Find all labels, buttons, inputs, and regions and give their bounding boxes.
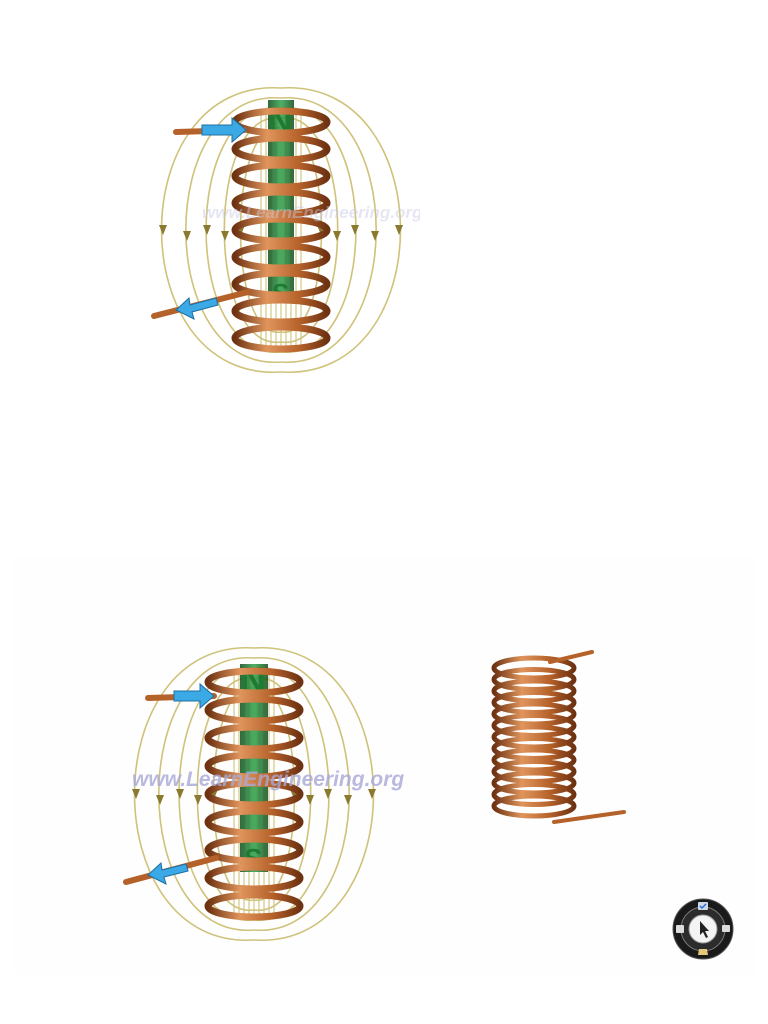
solenoid-field-diagram-bottom: N S www.LearnEngineering.org xyxy=(123,647,626,941)
cursor-icon[interactable] xyxy=(700,921,709,938)
coil-turn xyxy=(491,655,577,681)
coil-turn xyxy=(231,242,331,272)
coil-turn xyxy=(204,667,304,697)
coil-turn xyxy=(204,723,304,753)
hand-icon[interactable] xyxy=(698,949,708,955)
field-arrow-icon xyxy=(351,225,359,235)
film-icon[interactable] xyxy=(676,925,684,933)
coil-turn xyxy=(231,188,331,218)
field-arrow-icon xyxy=(132,789,140,799)
coil-turn xyxy=(231,269,331,299)
field-arrow-icon xyxy=(156,795,164,805)
side-coil-lead-top xyxy=(548,650,594,664)
field-arrow-icon xyxy=(324,789,332,799)
coil-turn xyxy=(204,807,304,837)
side-coil-lead-bottom xyxy=(552,810,626,824)
field-arrow-icon xyxy=(368,789,376,799)
current-arrow-in-icon xyxy=(173,682,215,710)
coil-turn xyxy=(491,793,577,819)
coil-turn xyxy=(491,713,577,738)
coil-turn xyxy=(204,863,304,893)
copper-coil xyxy=(231,107,331,353)
field-line xyxy=(158,657,255,931)
field-arrow-icon xyxy=(344,795,352,805)
coil-turn xyxy=(231,323,331,353)
field-line xyxy=(196,677,255,911)
coil-turn xyxy=(231,215,331,245)
magnetic-field-lines xyxy=(159,87,403,373)
field-arrow-icon xyxy=(176,789,184,799)
field-line xyxy=(253,677,312,911)
field-arrow-icon xyxy=(183,231,191,241)
top-solenoid-figure: N S www.LearnEngineering.org xyxy=(140,40,420,390)
coil-turn xyxy=(231,161,331,191)
field-line xyxy=(280,97,377,363)
coil-turn xyxy=(491,782,577,807)
coil-turn xyxy=(204,751,304,781)
field-arrow-icon xyxy=(194,795,202,805)
current-arrow-out-icon xyxy=(175,296,219,320)
coil-turn xyxy=(491,724,577,750)
coil-turn xyxy=(491,678,577,704)
field-line xyxy=(280,117,339,343)
coil-turn xyxy=(204,835,304,865)
coil-turn xyxy=(204,891,304,921)
current-arrow-in-icon xyxy=(201,116,247,144)
solenoid-field-diagram-top: N S www.LearnEngineering.org xyxy=(151,87,420,373)
field-arrow-icon xyxy=(221,231,229,241)
camera-icon[interactable] xyxy=(722,925,730,932)
field-line xyxy=(223,117,282,343)
current-arrow-out-icon xyxy=(147,861,189,885)
field-arrow-icon xyxy=(203,225,211,235)
watermark-text: www.LearnEngineering.org xyxy=(132,768,404,791)
field-line xyxy=(185,97,282,363)
field-arrow-icon xyxy=(333,231,341,241)
navigation-wheel[interactable] xyxy=(672,898,734,960)
coil-turn xyxy=(491,747,577,773)
copper-coil xyxy=(204,667,304,921)
coil-turn xyxy=(491,667,577,692)
bottom-solenoid-figure: N S www.LearnEngineering.org xyxy=(14,556,756,974)
field-arrow-icon xyxy=(371,231,379,241)
field-arrow-icon xyxy=(395,225,403,235)
coil-turn xyxy=(491,701,577,727)
standalone-copper-coil xyxy=(491,655,577,819)
coil-turn xyxy=(491,736,577,761)
navigation-wheel-widget[interactable] xyxy=(672,898,734,960)
field-arrow-icon xyxy=(159,225,167,235)
coil-turn xyxy=(231,134,331,164)
watermark-text: www.LearnEngineering.org xyxy=(202,203,420,222)
coil-turn xyxy=(204,779,304,809)
field-arrow-icon xyxy=(306,795,314,805)
field-line xyxy=(253,657,350,931)
coil-turn xyxy=(231,296,331,326)
coil-turn xyxy=(491,690,577,715)
coil-turn xyxy=(491,759,577,784)
coil-turn xyxy=(491,770,577,796)
check-icon[interactable] xyxy=(698,902,708,910)
coil-turn xyxy=(204,695,304,725)
